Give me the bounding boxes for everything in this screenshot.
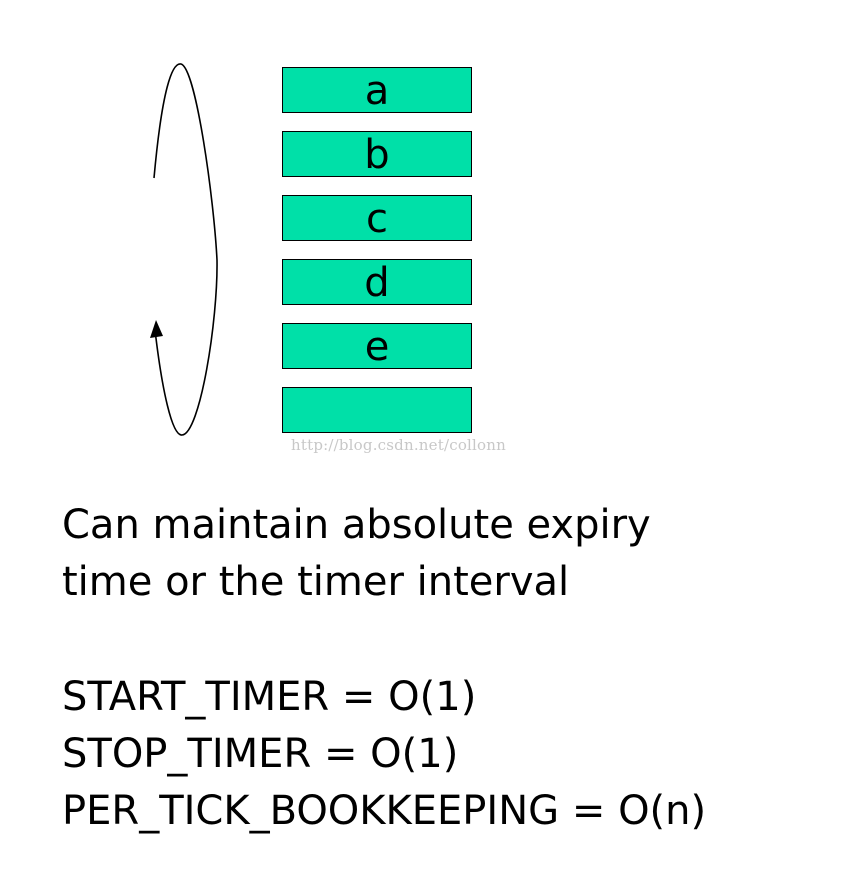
timer-slot-a: a xyxy=(282,67,472,114)
complexity-stop-timer: STOP_TIMER = O(1) xyxy=(62,731,459,777)
timer-slot-empty xyxy=(282,387,472,433)
complexity-per-tick: PER_TICK_BOOKKEEPING = O(n) xyxy=(62,788,707,834)
description-line-2: time or the timer interval xyxy=(62,559,570,605)
timer-slot-b: b xyxy=(282,131,472,178)
complexity-list: START_TIMER = O(1) STOP_TIMER = O(1) PER… xyxy=(62,669,706,840)
description-line-1: Can maintain absolute expiry xyxy=(62,502,651,548)
watermark-url: http://blog.csdn.net/collonn xyxy=(291,436,507,454)
timer-slot-c: c xyxy=(282,195,472,242)
description-text: Can maintain absolute expiry time or the… xyxy=(62,497,651,611)
timer-slot-d: d xyxy=(282,259,472,306)
timer-slot-e: e xyxy=(282,323,472,370)
circular-loop-arrow-icon xyxy=(150,63,218,436)
complexity-start-timer: START_TIMER = O(1) xyxy=(62,674,477,720)
